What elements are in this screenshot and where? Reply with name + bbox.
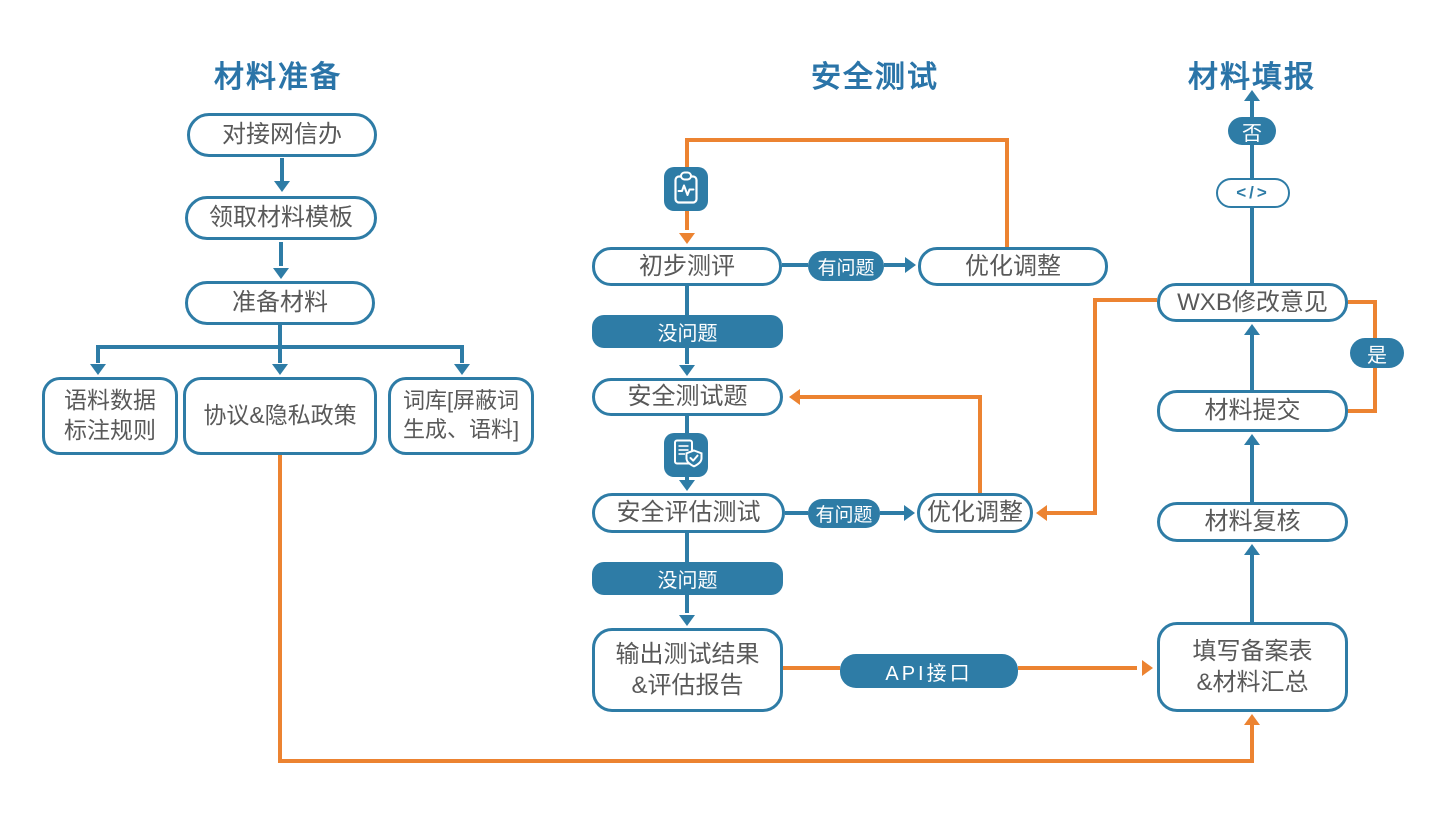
node-initial-evaluation: 初步测评 [592,247,782,286]
split-stub-right [460,349,464,363]
split-stub-left [96,349,100,363]
node-optimize-adjust-2: 优化调整 [917,493,1033,533]
arrow-up-icon [1244,544,1260,555]
label-no: 否 [1228,117,1276,145]
wxb-loop-top-line [1097,298,1157,302]
node-line: 标注规则 [64,417,156,443]
arrow-down-icon [274,181,290,192]
column-title-security-test: 安全测试 [811,61,939,94]
node-optimize-adjust-1: 优化调整 [918,247,1108,286]
clipboard-pulse-icon [663,166,709,217]
arrow-down-icon [454,364,470,375]
split-stub-center [278,349,282,363]
node-security-questions: 安全测试题 [592,378,783,416]
connector-ok1-questions [685,348,689,364]
arrow-right-icon [905,257,916,273]
label-no-issue-2: 没问题 [592,562,783,595]
connector-review-submit [1250,445,1254,502]
label-yes: 是 [1350,338,1404,368]
column-title-filing: 材料填报 [1188,61,1316,94]
node-corpus-rules: 语料数据 标注规则 [42,377,178,455]
arrow-down-icon [272,364,288,375]
connector-code-wxb [1250,208,1254,283]
arrow-down-icon [679,233,695,244]
label-has-issue-1: 有问题 [808,251,884,281]
connector-step2-step3 [279,242,283,266]
arrow-up-icon [1244,434,1260,445]
connector-api-form [1018,666,1137,670]
connector-step1-step2 [280,158,284,182]
connector-questions-icon2 [685,416,689,434]
connector-initial-issue1 [782,263,808,267]
label-has-issue-2: 有问题 [808,499,880,528]
node-prepare-materials: 准备材料 [185,281,375,325]
connector-issue1-optimize1 [884,263,905,267]
connector-assess-issue2 [785,511,808,515]
yes-loop-top-line [1348,300,1373,304]
document-shield-icon [663,432,709,483]
connector-issue2-optimize2 [880,511,904,515]
node-fill-record-form: 填写备案表 &材料汇总 [1157,622,1348,712]
arrow-up-icon [1244,714,1260,725]
yes-loop-bottom-line [1348,409,1377,413]
connector-step3-split [278,325,282,349]
node-line: 输出测试结果 [615,640,760,668]
node-output-results: 输出测试结果 &评估报告 [592,628,783,712]
column-title-preparation: 材料准备 [214,61,342,94]
arrow-down-icon [679,480,695,491]
connector-no-top [1250,101,1254,117]
label-api-interface: API接口 [840,654,1018,688]
arrow-up-icon [1244,90,1260,101]
connector-form-review [1250,555,1254,622]
node-line: &材料汇总 [1196,669,1309,696]
connector-output-api [783,666,840,670]
arrow-right-icon [904,505,915,521]
connector-initial-ok1 [685,286,689,315]
arrow-left-icon [789,389,800,405]
arrow-right-icon [1142,660,1153,676]
node-security-assessment: 安全评估测试 [592,493,785,533]
node-material-submit: 材料提交 [1157,390,1348,432]
label-no-issue-1: 没问题 [592,315,783,348]
node-code-icon: </> [1216,178,1290,208]
loop2-top-line [800,395,980,399]
wxb-loop-vertical-line [1093,298,1097,515]
arrow-down-icon [679,615,695,626]
node-line: 语料数据 [64,387,156,414]
connector-assess-ok2 [685,533,689,562]
node-line: 生成、语料] [402,417,520,442]
node-agreement-privacy: 协议&隐私政策 [183,377,377,455]
bottom-path-horizontal-line [278,759,1254,763]
bottom-path-left-line [278,455,282,763]
node-line: 填写备案表 [1192,637,1313,665]
loop1-right-line [1005,138,1009,247]
arrow-up-icon [1244,324,1260,335]
loop1-top-line [685,138,1009,142]
connector-no-code [1250,145,1254,178]
node-line: &评估报告 [631,672,744,699]
arrow-down-icon [679,365,695,376]
arrow-left-icon [1036,505,1047,521]
connector-submit-wxb [1250,335,1254,390]
split-bar [96,345,464,349]
node-line: 词库[屏蔽词 [402,388,520,414]
node-contact-wangxinban: 对接网信办 [187,113,377,157]
connector-ok2-output [685,595,689,613]
node-word-library: 词库[屏蔽词 生成、语料] [388,377,534,455]
node-get-template: 领取材料模板 [185,196,377,240]
bottom-path-right-line [1250,725,1254,759]
node-wxb-feedback: WXB修改意见 [1157,283,1348,322]
wxb-loop-bottom-line [1047,511,1093,515]
loop2-right-line [978,395,982,493]
arrow-down-icon [273,268,289,279]
node-material-review: 材料复核 [1157,502,1348,542]
arrow-down-icon [90,364,106,375]
